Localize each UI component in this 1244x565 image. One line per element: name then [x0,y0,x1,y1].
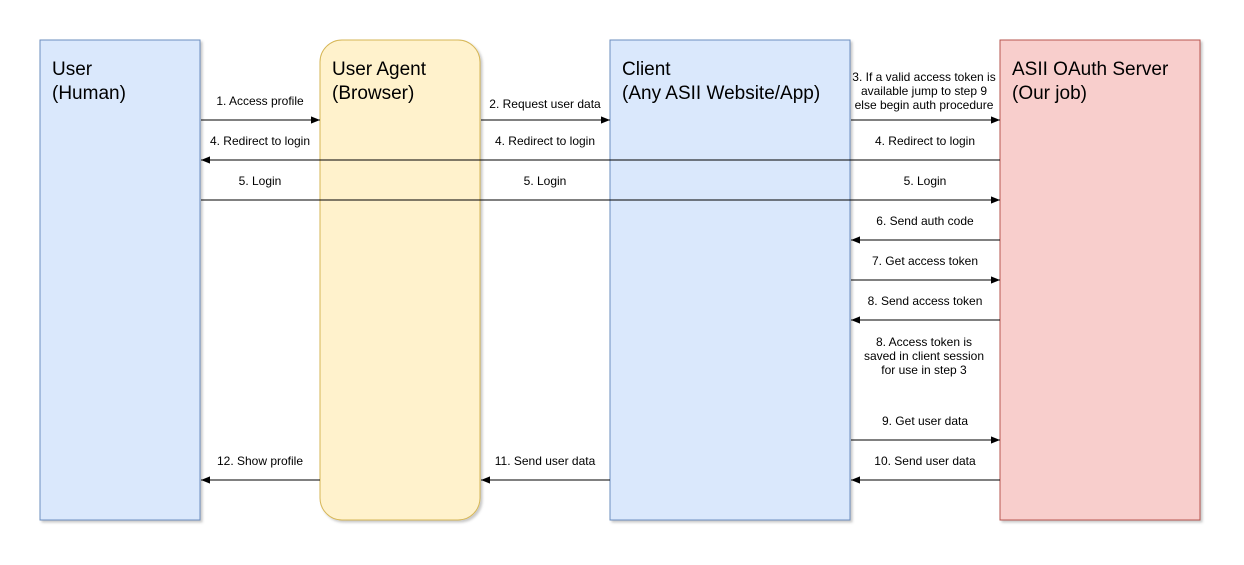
note-8-line-2: saved in client session [864,349,984,363]
label-2-request-user-data: 2. Request user data [489,97,601,111]
label-3-line-1: 3. If a valid access token is [852,70,995,84]
note-8-line-1: 8. Access token is [876,335,972,349]
lane-user-title: User [52,59,93,80]
lane-client-subtitle: (Any ASII Website/App) [622,83,820,104]
message-labels: 1. Access profile 2. Request user data 3… [210,70,996,468]
lane-oauth-server-subtitle: (Our job) [1012,83,1087,104]
label-4-redirect-client-segment: 4. Redirect to login [495,134,595,148]
lane-client: Client (Any ASII Website/App) [609,39,851,521]
label-5-login-client-segment: 5. Login [524,174,567,188]
lane-oauth-server: ASII OAuth Server (Our job) [999,39,1201,521]
lane-user-agent: User Agent (Browser) [319,39,481,521]
label-10-send-user-data: 10. Send user data [874,454,976,468]
label-1-access-profile: 1. Access profile [216,94,304,108]
lane-user: User (Human) [39,39,201,521]
label-9-get-user-data: 9. Get user data [882,414,968,428]
lane-user-agent-subtitle: (Browser) [332,83,414,104]
label-7-get-access-token: 7. Get access token [872,254,978,268]
lane-user-agent-box [319,39,481,521]
label-12-show-profile: 12. Show profile [217,454,303,468]
label-8-send-access-token: 8. Send access token [868,294,983,308]
note-8-line-3: for use in step 3 [881,363,967,377]
label-11-send-user-data: 11. Send user data [495,454,596,468]
lane-user-subtitle: (Human) [52,83,126,104]
lane-client-box [609,39,851,521]
lane-user-agent-title: User Agent [332,59,427,80]
arrows [201,116,1000,484]
label-6-send-auth-code: 6. Send auth code [876,214,974,228]
lane-client-title: Client [622,59,671,80]
lane-user-box [39,39,201,521]
lane-oauth-server-box [999,39,1201,521]
label-5-login-user-segment: 5. Login [239,174,282,188]
label-4-redirect-server-segment: 4. Redirect to login [875,134,975,148]
label-4-redirect-user-segment: 4. Redirect to login [210,134,310,148]
lane-oauth-server-title: ASII OAuth Server [1012,59,1169,80]
label-3-line-3: else begin auth procedure [855,98,994,112]
label-5-login-server-segment: 5. Login [904,174,947,188]
label-3-line-2: available jump to step 9 [861,84,987,98]
